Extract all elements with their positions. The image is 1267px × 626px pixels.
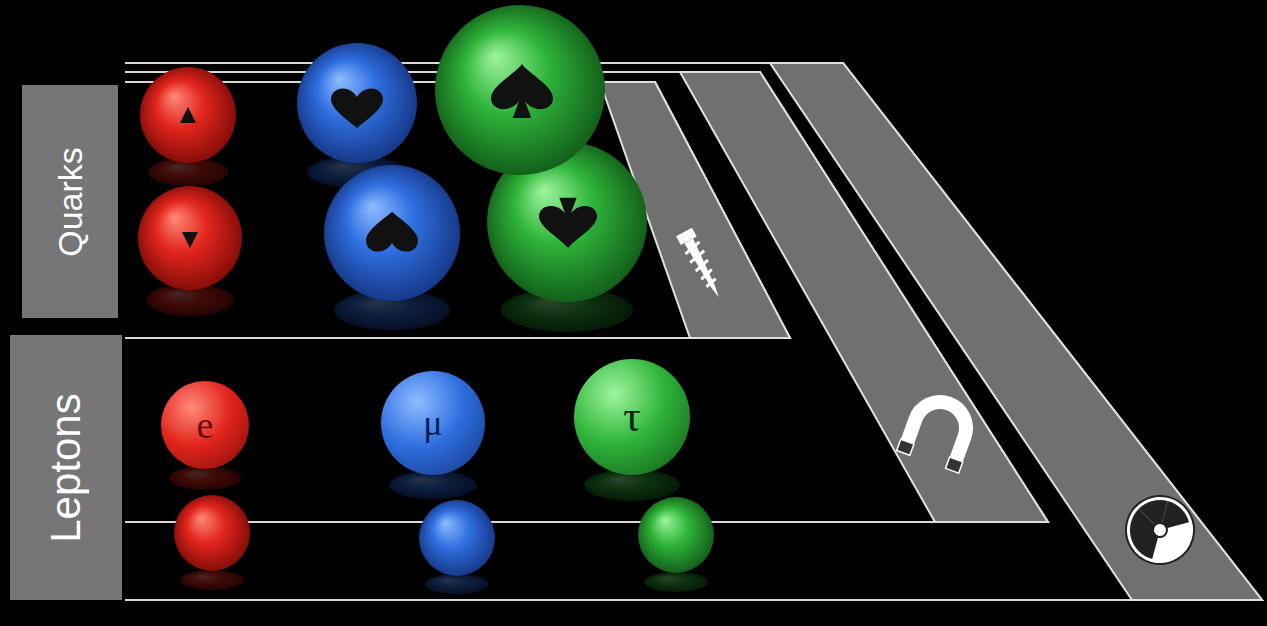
quark-spheres (138, 5, 647, 302)
quark-symbols (180, 64, 597, 251)
row-band: Leptons (10, 335, 122, 600)
particle-symbol: e (197, 406, 214, 444)
particle-sphere: μ (381, 371, 485, 475)
neutrino-spheres (174, 495, 714, 576)
screw-icon (676, 228, 727, 302)
particle-symbol: μ (423, 405, 442, 441)
particle-symbol: τ (623, 395, 641, 439)
radiation-icon (1113, 487, 1202, 575)
particle-sphere: τ (574, 359, 690, 475)
row-band: Quarks (22, 85, 118, 318)
row-label: Quarks (51, 147, 90, 257)
row-label: Leptons (42, 393, 90, 542)
particle-sphere: e (161, 381, 249, 469)
frame-bands (600, 63, 1262, 600)
magnet-icon (897, 392, 980, 473)
frame-lines (125, 63, 1262, 600)
